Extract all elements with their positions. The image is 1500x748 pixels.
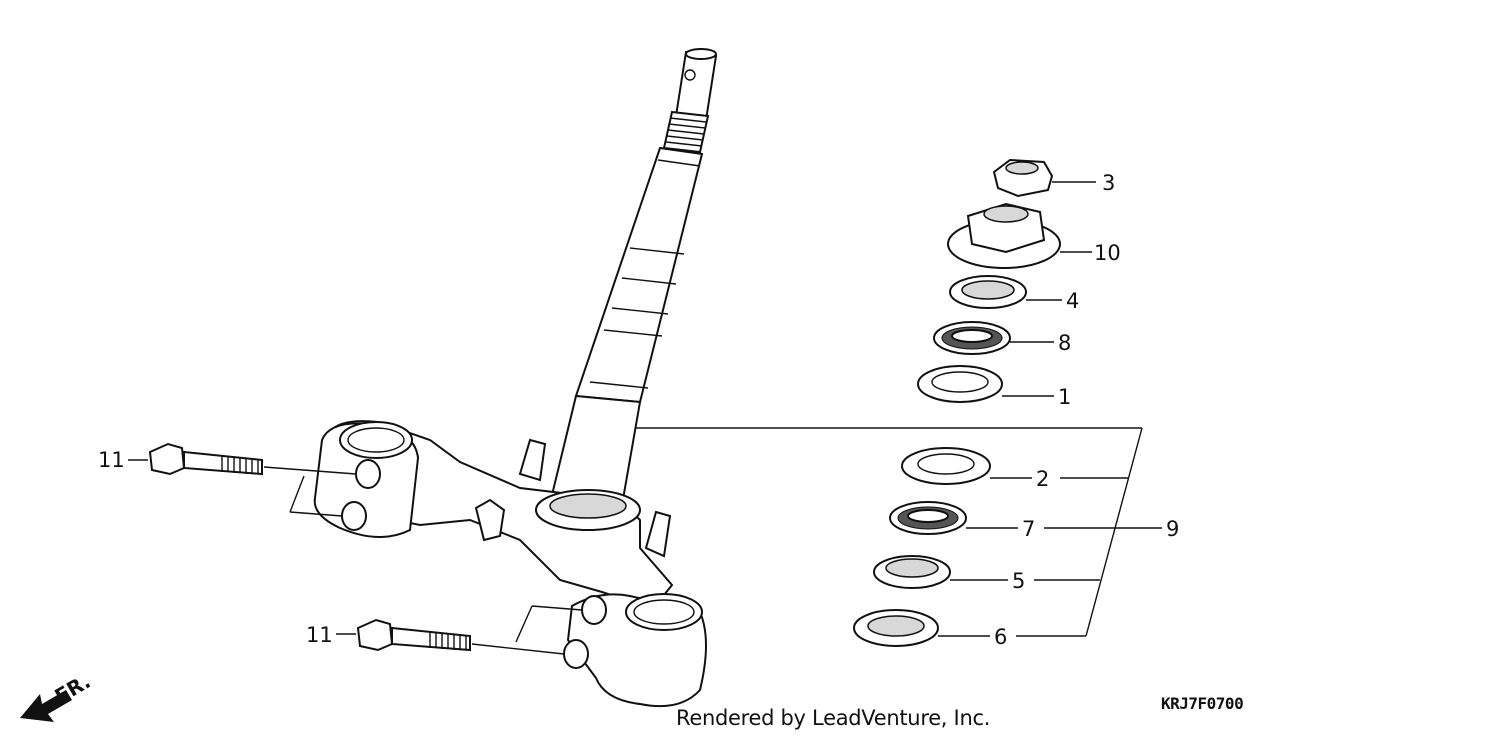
bolt-leader-lines <box>128 459 583 655</box>
steering-stem-nut <box>992 158 1054 198</box>
label-part-3: 3 <box>1102 171 1115 195</box>
label-part-8: 8 <box>1058 331 1071 355</box>
steering-stem <box>550 48 718 507</box>
stack-leader-lines <box>636 181 1162 637</box>
cone-race-upper <box>949 275 1027 309</box>
ball-bearing-lower <box>889 501 967 535</box>
label-part-2: 2 <box>1036 467 1049 491</box>
lock-nut <box>947 202 1061 269</box>
drawing-code: KRJ7F0700 <box>1161 694 1244 713</box>
ball-race-upper <box>917 365 1003 403</box>
dust-seal <box>853 609 939 647</box>
footer-credit: Rendered by LeadVenture, Inc. <box>676 706 991 730</box>
label-part-11-upper: 11 <box>98 448 125 472</box>
label-part-11-lower: 11 <box>306 623 333 647</box>
label-part-1: 1 <box>1058 385 1071 409</box>
pinch-bolt-lower <box>356 618 471 652</box>
ball-bearing-upper <box>933 321 1011 355</box>
label-part-9: 9 <box>1166 517 1179 541</box>
label-part-7: 7 <box>1022 517 1035 541</box>
pinch-bolt-upper <box>148 442 263 476</box>
lower-triple-clamp <box>313 420 707 708</box>
label-part-6: 6 <box>994 625 1007 649</box>
label-part-4: 4 <box>1066 289 1079 313</box>
cone-race-lower <box>873 555 951 589</box>
front-direction-arrow: FR. <box>20 669 95 722</box>
label-part-5: 5 <box>1012 569 1025 593</box>
label-part-10: 10 <box>1094 241 1121 265</box>
ball-race-lower <box>901 447 991 485</box>
